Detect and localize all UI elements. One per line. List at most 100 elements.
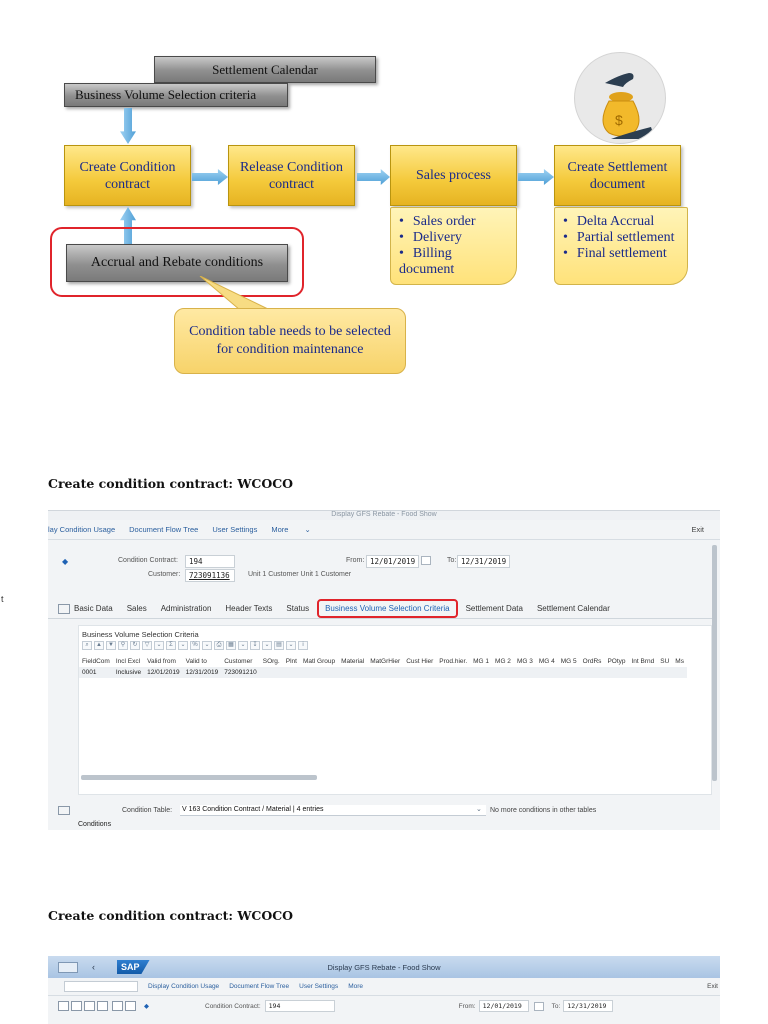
up-icon[interactable] bbox=[97, 1001, 108, 1011]
table-cell[interactable] bbox=[672, 667, 687, 678]
filter-icon[interactable]: ▽ bbox=[142, 641, 152, 650]
table-cell[interactable] bbox=[657, 667, 673, 678]
views-icon[interactable]: ▦ bbox=[226, 641, 236, 650]
table-cell[interactable] bbox=[579, 667, 605, 678]
table-row[interactable]: 0001 Inclusive 12/01/2019 12/31/2019 723… bbox=[79, 667, 687, 678]
table-cell[interactable] bbox=[470, 667, 493, 678]
column-header[interactable]: Ms bbox=[675, 658, 684, 665]
find-next-icon[interactable]: ↻ bbox=[130, 641, 140, 650]
table-cell[interactable] bbox=[513, 667, 536, 678]
toolbar-user-settings[interactable]: User Settings bbox=[299, 983, 339, 990]
calendar-icon[interactable] bbox=[533, 1001, 544, 1011]
find-icon[interactable]: ⚲ bbox=[118, 641, 128, 650]
condition-table-select[interactable]: V 163 Condition Contract / Material | 4 … bbox=[180, 805, 486, 816]
table-cell[interactable] bbox=[628, 667, 658, 678]
chevron-down-icon[interactable]: ⌄ bbox=[476, 806, 482, 813]
table-cell[interactable] bbox=[338, 667, 368, 678]
tab-sales[interactable]: Sales bbox=[126, 604, 147, 613]
contract-field[interactable]: 194 bbox=[264, 1000, 335, 1012]
tab-settlement-data[interactable]: Settlement Data bbox=[465, 604, 523, 613]
toolbar-condition-usage[interactable]: lay Condition Usage bbox=[48, 525, 116, 534]
refresh-icon[interactable] bbox=[112, 1001, 123, 1011]
details-icon[interactable]: ⌕ bbox=[82, 641, 92, 650]
column-header[interactable]: Cust Hier bbox=[406, 658, 434, 665]
subtotal-icon[interactable]: % bbox=[190, 641, 200, 650]
table-cell[interactable] bbox=[604, 667, 629, 678]
column-header[interactable]: Material bbox=[341, 658, 365, 665]
column-header[interactable]: MG 5 bbox=[560, 658, 577, 665]
column-header[interactable]: MG 4 bbox=[538, 658, 555, 665]
overview-icon[interactable] bbox=[58, 603, 70, 614]
column-header[interactable]: POtyp bbox=[607, 658, 626, 665]
expand-icon[interactable] bbox=[58, 1001, 69, 1011]
sum-dropdown-icon[interactable]: ⌄ bbox=[178, 641, 188, 650]
table-cell[interactable]: Inclusive bbox=[112, 667, 145, 678]
column-header[interactable]: Valid from bbox=[147, 658, 176, 665]
subtotal-dropdown-icon[interactable]: ⌄ bbox=[202, 641, 212, 650]
tab-basic-data[interactable]: Basic Data bbox=[74, 604, 113, 613]
tab-status[interactable]: Status bbox=[286, 604, 310, 613]
exit-button[interactable]: Exit bbox=[707, 983, 718, 990]
column-header[interactable]: MG 2 bbox=[495, 658, 511, 665]
transaction-select[interactable] bbox=[64, 981, 138, 992]
tab-header-texts[interactable]: Header Texts bbox=[225, 604, 273, 613]
sum-icon[interactable]: Σ bbox=[166, 641, 176, 650]
table-cell[interactable]: 12/01/2019 bbox=[144, 667, 183, 678]
column-header[interactable]: Int Brnd bbox=[631, 658, 655, 665]
layout-icon[interactable] bbox=[125, 1001, 136, 1011]
from-field[interactable]: 12/01/2019 bbox=[478, 1000, 529, 1012]
table-cell[interactable]: 723091210 bbox=[221, 667, 260, 678]
toolbar-more[interactable]: More bbox=[348, 983, 363, 990]
contract-field[interactable]: 194 bbox=[185, 555, 235, 568]
print-icon[interactable]: ⎙ bbox=[214, 641, 224, 650]
column-header[interactable]: Prod.hier. bbox=[439, 658, 468, 665]
sort-descending-icon[interactable]: ▼ bbox=[106, 641, 116, 650]
toolbar-document-flow-tree[interactable]: Document Flow Tree bbox=[129, 525, 199, 534]
table-cell[interactable]: 12/31/2019 bbox=[182, 667, 222, 678]
to-field[interactable]: 12/31/2019 bbox=[563, 1000, 614, 1012]
layout-dropdown-icon[interactable]: ⌄ bbox=[286, 641, 296, 650]
column-header[interactable]: MG 3 bbox=[516, 658, 533, 665]
horizontal-scrollbar[interactable] bbox=[81, 775, 317, 780]
toolbar-document-flow-tree[interactable]: Document Flow Tree bbox=[229, 983, 290, 990]
column-header[interactable]: Customer bbox=[224, 658, 253, 665]
tab-settlement-calendar[interactable]: Settlement Calendar bbox=[536, 604, 610, 613]
sort-ascending-icon[interactable]: ▲ bbox=[94, 641, 104, 650]
save-icon[interactable] bbox=[84, 1001, 95, 1011]
table-cell[interactable] bbox=[557, 667, 580, 678]
toolbar-display-condition-usage[interactable]: Display Condition Usage bbox=[148, 983, 220, 990]
column-header[interactable]: Plnt bbox=[285, 658, 297, 665]
table-cell[interactable] bbox=[492, 667, 514, 678]
toolbar-more[interactable]: More ⌄ bbox=[271, 525, 324, 534]
back-icon[interactable]: ‹ bbox=[92, 962, 95, 972]
column-header[interactable]: SU bbox=[660, 658, 670, 665]
table-cell[interactable] bbox=[299, 667, 339, 678]
column-header[interactable]: MatGrHier bbox=[370, 658, 401, 665]
column-header[interactable]: Valid to bbox=[185, 658, 207, 665]
calendar-icon[interactable] bbox=[421, 556, 431, 565]
views-dropdown-icon[interactable]: ⌄ bbox=[238, 641, 248, 650]
table-cell[interactable] bbox=[535, 667, 558, 678]
column-header[interactable]: Matl Group bbox=[302, 658, 336, 665]
table-cell[interactable] bbox=[282, 667, 300, 678]
info-icon[interactable]: i bbox=[298, 641, 308, 650]
column-header[interactable]: FieldCom bbox=[82, 658, 110, 665]
column-header[interactable]: MG 1 bbox=[473, 658, 490, 665]
from-field[interactable]: 12/01/2019 bbox=[366, 555, 420, 568]
table-cell[interactable] bbox=[403, 667, 437, 678]
table-cell[interactable] bbox=[367, 667, 404, 678]
table-cell[interactable] bbox=[436, 667, 471, 678]
export-icon[interactable]: ↧ bbox=[250, 641, 260, 650]
table-cell[interactable] bbox=[259, 667, 283, 678]
toolbar-user-settings[interactable]: User Settings bbox=[212, 525, 258, 534]
column-header[interactable]: Incl Excl bbox=[115, 658, 141, 665]
export-dropdown-icon[interactable]: ⌄ bbox=[262, 641, 272, 650]
collapse-icon[interactable] bbox=[71, 1001, 82, 1011]
layout-icon[interactable]: ▤ bbox=[274, 641, 284, 650]
tab-business-volume-selection-criteria[interactable]: Business Volume Selection Criteria bbox=[317, 599, 458, 618]
overview-icon[interactable] bbox=[58, 806, 70, 815]
to-field[interactable]: 12/31/2019 bbox=[457, 555, 511, 568]
tab-administration[interactable]: Administration bbox=[160, 604, 212, 613]
customer-field[interactable]: 723091136 bbox=[185, 569, 235, 582]
menu-icon[interactable] bbox=[58, 961, 78, 973]
